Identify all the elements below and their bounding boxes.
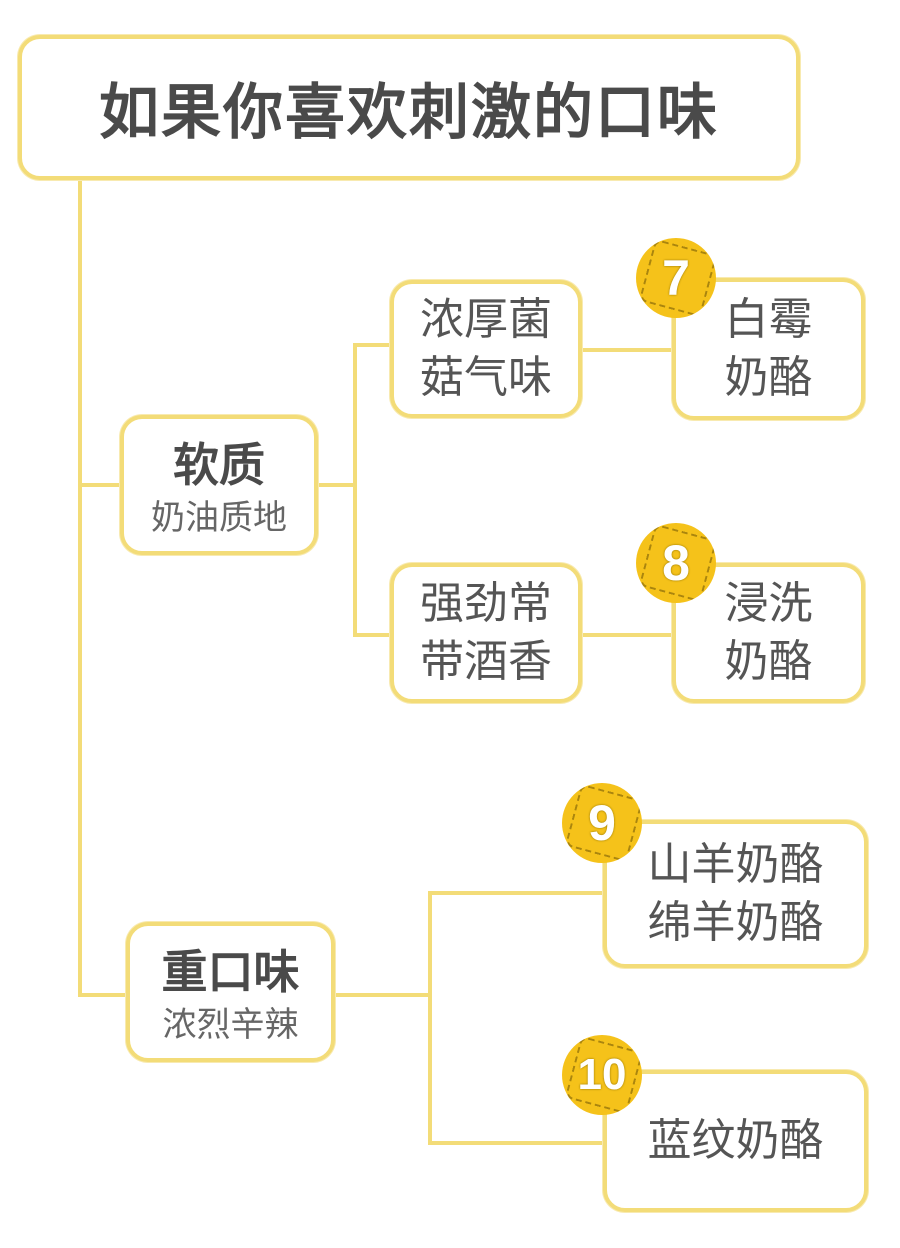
result-text: 奶酪 [724, 352, 813, 403]
node-text: 带酒香 [420, 636, 552, 687]
connector [582, 348, 672, 352]
connector [335, 993, 432, 997]
page-title: 如果你喜欢刺激的口味 [99, 78, 719, 148]
strong-subtitle: 浓烈辛辣 [162, 1005, 299, 1045]
connector [78, 993, 126, 997]
result-washed-rind: 浸洗 奶酪 [672, 563, 865, 703]
node-text: 强劲常 [420, 578, 552, 629]
node-text: 菇气味 [420, 352, 552, 403]
result-text: 山羊奶酪 [647, 839, 824, 890]
badge-number: 10 [577, 1050, 627, 1099]
result-white-mold: 白霉 奶酪 [672, 278, 865, 420]
soft-b-node: 强劲常 带酒香 [390, 563, 582, 703]
result-text: 蓝纹奶酪 [647, 1115, 824, 1166]
connector [428, 891, 432, 1145]
soft-a-node: 浓厚菌 菇气味 [390, 280, 582, 418]
badge-number: 7 [662, 250, 690, 306]
connector [582, 633, 672, 637]
number-badge: 9 [562, 783, 642, 863]
connector [353, 343, 390, 347]
result-text: 浸洗 [724, 578, 813, 629]
connector [428, 891, 603, 895]
strong-title: 重口味 [161, 945, 300, 999]
connector [428, 1141, 603, 1145]
result-text: 奶酪 [724, 636, 813, 687]
strong-node: 重口味 浓烈辛辣 [126, 922, 335, 1062]
result-text: 白霉 [724, 294, 813, 345]
number-badge: 10 [562, 1035, 642, 1115]
result-text: 绵羊奶酪 [647, 897, 824, 948]
soft-node: 软质 奶油质地 [120, 415, 318, 555]
connector [353, 633, 390, 637]
connector [78, 483, 120, 487]
title-box: 如果你喜欢刺激的口味 [18, 35, 800, 180]
badge-number: 8 [662, 535, 690, 591]
connector [318, 483, 356, 487]
connector [78, 180, 82, 997]
number-badge: 8 [636, 523, 716, 603]
soft-title: 软质 [173, 438, 265, 492]
number-badge: 7 [636, 238, 716, 318]
result-blue: 蓝纹奶酪 [603, 1070, 868, 1212]
soft-subtitle: 奶油质地 [151, 498, 287, 538]
result-goat-sheep: 山羊奶酪 绵羊奶酪 [603, 820, 868, 968]
badge-number: 9 [588, 795, 616, 851]
node-text: 浓厚菌 [420, 294, 552, 345]
connector [353, 343, 357, 637]
